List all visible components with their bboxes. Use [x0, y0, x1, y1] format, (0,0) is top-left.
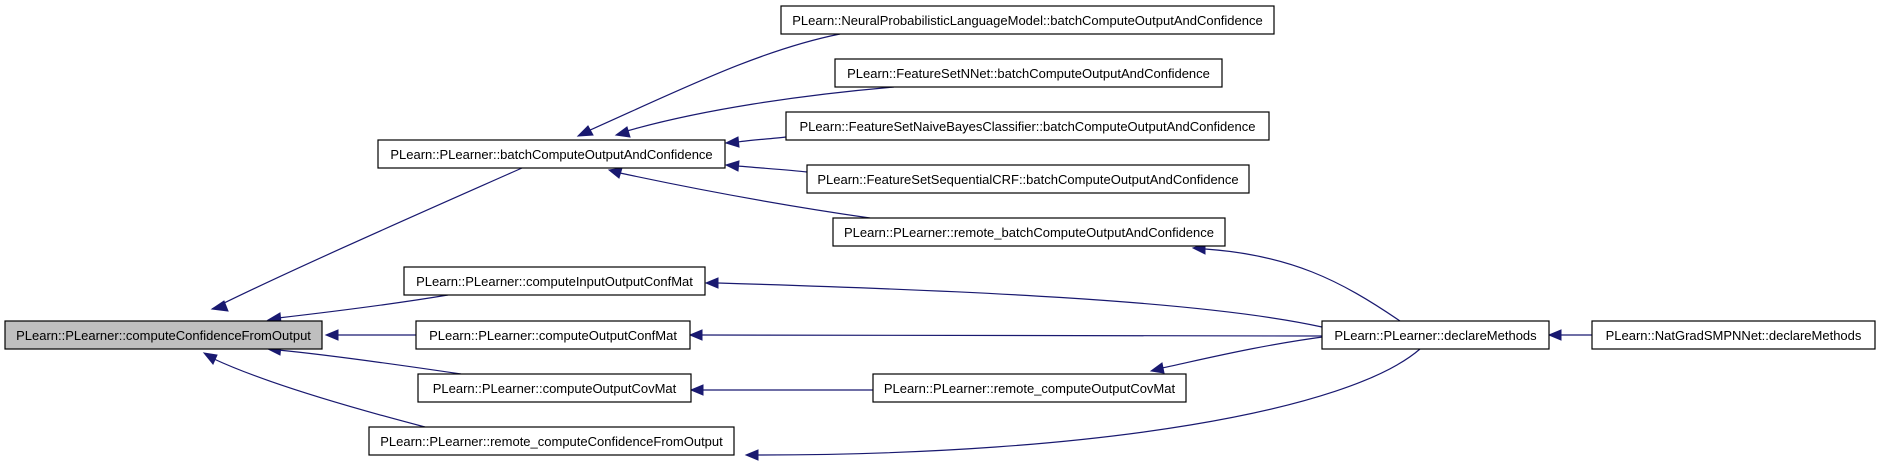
- node-label: PLearn::PLearner::remote_computeOutputCo…: [884, 381, 1176, 396]
- edge-n13-n3: [704, 277, 1323, 328]
- edge-line: [211, 167, 523, 310]
- node-label: PLearn::NeuralProbabilisticLanguageModel…: [792, 13, 1262, 28]
- arrowhead-icon: [202, 352, 218, 365]
- node-label: PLearn::NatGradSMPNNet::declareMethods: [1606, 328, 1862, 343]
- arrowhead-icon: [210, 300, 229, 312]
- edge-n8-n2: [614, 86, 895, 138]
- node-box[interactable]: [368, 426, 735, 456]
- graph-node-n6[interactable]: PLearn::PLearner::remote_computeConfiden…: [368, 426, 735, 456]
- edge-line: [277, 349, 462, 375]
- node-box[interactable]: [415, 320, 691, 350]
- arrowhead-icon: [324, 329, 339, 341]
- edge-n14-n13: [1547, 329, 1592, 341]
- node-label: PLearn::PLearner::remote_batchComputeOut…: [844, 225, 1214, 240]
- graph-node-n7[interactable]: PLearn::NeuralProbabilisticLanguageModel…: [780, 5, 1275, 35]
- arrowhead-icon: [704, 277, 719, 289]
- arrowhead-icon: [724, 160, 740, 172]
- arrowhead-icon: [607, 167, 623, 179]
- edge-n11-n2: [607, 167, 871, 219]
- arrowhead-icon: [1149, 362, 1165, 374]
- edge-line: [587, 33, 841, 132]
- graph-node-n8[interactable]: PLearn::FeatureSetNNet::batchComputeOutp…: [834, 58, 1223, 88]
- edge-n13-n11: [1191, 243, 1401, 322]
- node-label: PLearn::PLearner::batchComputeOutputAndC…: [390, 147, 712, 162]
- node-label: PLearn::FeatureSetNaiveBayesClassifier::…: [800, 119, 1256, 134]
- node-label: PLearn::PLearner::remote_computeConfiden…: [380, 434, 723, 449]
- edge-line: [619, 172, 871, 219]
- graph-node-n1[interactable]: PLearn::PLearner::computeConfidenceFromO…: [4, 320, 323, 350]
- arrowhead-icon: [576, 125, 594, 137]
- graph-node-n3[interactable]: PLearn::PLearner::computeInputOutputConf…: [403, 266, 706, 296]
- graph-node-n9[interactable]: PLearn::FeatureSetNaiveBayesClassifier::…: [785, 111, 1270, 141]
- edge-n13-n6: [744, 348, 1421, 461]
- arrowhead-icon: [689, 384, 704, 396]
- node-box[interactable]: [417, 373, 692, 403]
- edge-line: [757, 348, 1421, 456]
- edge-line: [737, 165, 808, 173]
- edge-line: [737, 136, 787, 143]
- node-label: PLearn::PLearner::declareMethods: [1334, 328, 1537, 343]
- edge-n7-n2: [576, 33, 841, 137]
- edge-line: [626, 86, 895, 132]
- node-box[interactable]: [377, 139, 726, 169]
- node-box[interactable]: [4, 320, 323, 350]
- edge-line: [1161, 335, 1331, 369]
- nodes-layer: PLearn::PLearner::computeConfidenceFromO…: [4, 5, 1876, 456]
- edge-n12-n5: [689, 384, 873, 396]
- arrowhead-icon: [688, 329, 703, 341]
- edge-n6-n1: [202, 352, 426, 428]
- node-label: PLearn::FeatureSetSequentialCRF::batchCo…: [817, 172, 1238, 187]
- graph-node-n4[interactable]: PLearn::PLearner::computeOutputConfMat: [415, 320, 691, 350]
- arrowhead-icon: [724, 136, 740, 148]
- node-box[interactable]: [834, 58, 1223, 88]
- node-label: PLearn::PLearner::computeConfidenceFromO…: [16, 328, 311, 343]
- graph-node-n11[interactable]: PLearn::PLearner::remote_batchComputeOut…: [832, 217, 1226, 247]
- node-box[interactable]: [785, 111, 1270, 141]
- edge-line: [1204, 248, 1401, 322]
- graph-node-n13[interactable]: PLearn::PLearner::declareMethods: [1321, 320, 1550, 350]
- node-box[interactable]: [832, 217, 1226, 247]
- edge-n4-n1: [324, 329, 416, 341]
- edge-n13-n4: [688, 329, 1323, 341]
- arrowhead-icon: [1547, 329, 1562, 341]
- node-box[interactable]: [780, 5, 1275, 35]
- edge-line: [701, 334, 1323, 337]
- arrowhead-icon: [744, 449, 759, 461]
- edge-n2-n1: [210, 167, 523, 312]
- edge-n3-n1: [266, 294, 449, 324]
- node-box[interactable]: [872, 373, 1187, 403]
- graph-node-n2[interactable]: PLearn::PLearner::batchComputeOutputAndC…: [377, 139, 726, 169]
- arrowhead-icon: [614, 126, 631, 138]
- edge-n9-n2: [724, 136, 787, 148]
- node-box[interactable]: [806, 164, 1250, 194]
- graph-node-n12[interactable]: PLearn::PLearner::remote_computeOutputCo…: [872, 373, 1187, 403]
- node-box[interactable]: [403, 266, 706, 296]
- node-label: PLearn::PLearner::computeOutputConfMat: [429, 328, 677, 343]
- edge-line: [213, 358, 426, 428]
- edge-n10-n2: [724, 160, 808, 173]
- node-box[interactable]: [1321, 320, 1550, 350]
- node-label: PLearn::FeatureSetNNet::batchComputeOutp…: [847, 66, 1210, 81]
- graph-node-n5[interactable]: PLearn::PLearner::computeOutputCovMat: [417, 373, 692, 403]
- node-box[interactable]: [1591, 320, 1876, 350]
- graph-node-n14[interactable]: PLearn::NatGradSMPNNet::declareMethods: [1591, 320, 1876, 350]
- graph-node-n10[interactable]: PLearn::FeatureSetSequentialCRF::batchCo…: [806, 164, 1250, 194]
- edge-n13-n12: [1149, 335, 1331, 374]
- node-label: PLearn::PLearner::computeOutputCovMat: [433, 381, 677, 396]
- edge-line: [277, 294, 449, 319]
- node-label: PLearn::PLearner::computeInputOutputConf…: [416, 274, 693, 289]
- edge-line: [717, 282, 1323, 328]
